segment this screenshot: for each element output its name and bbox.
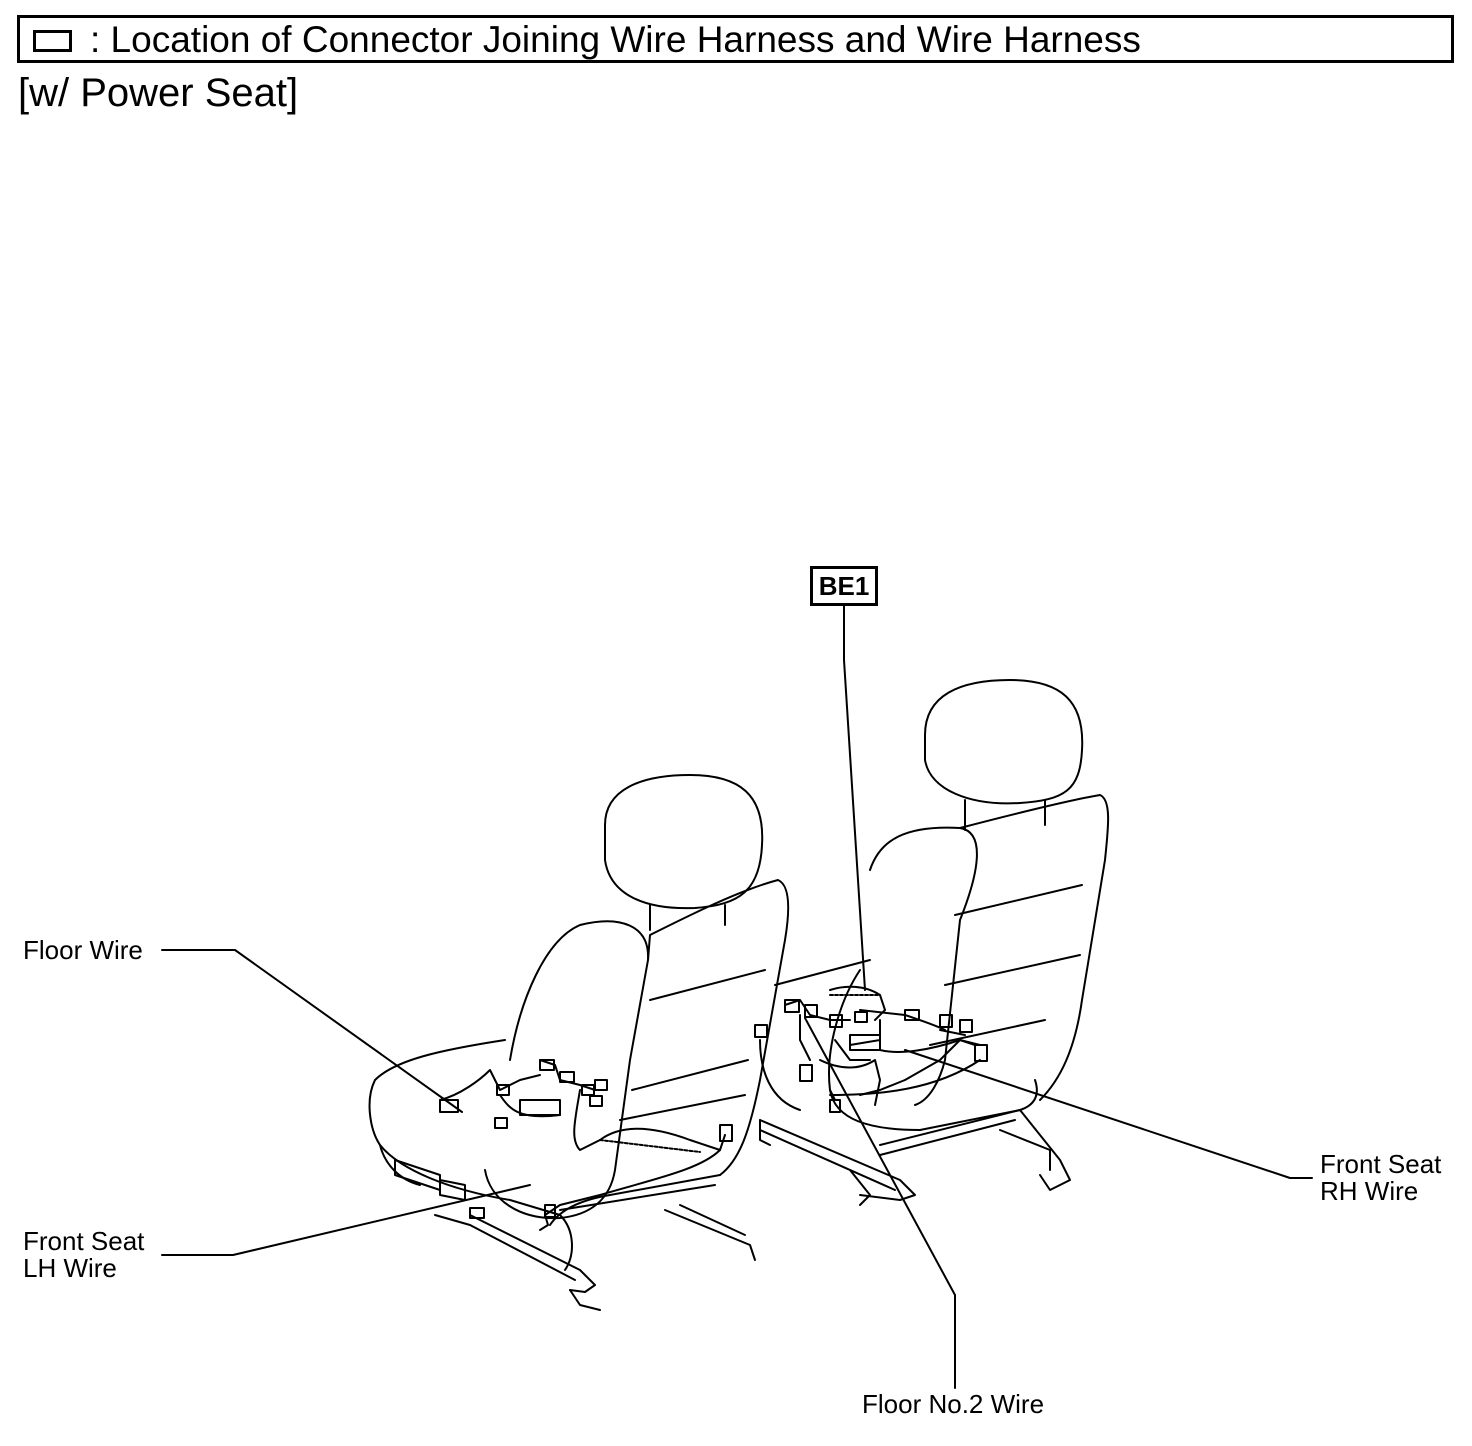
connector-be1-label: BE1: [810, 566, 878, 606]
rh-seat-drawing: [759, 679, 1110, 1206]
front-seat-lh-label-line2: LH Wire: [23, 1253, 117, 1283]
front-seat-rh-label-line1: Front Seat: [1320, 1149, 1442, 1179]
leader-floor-wire: [161, 949, 463, 1113]
leader-front-seat-rh: [904, 1049, 1313, 1179]
page-subtitle: [w/ Power Seat]: [18, 71, 299, 115]
lh-seat-drawing: [368, 774, 790, 1311]
front-seat-rh-label-line2: RH Wire: [1320, 1176, 1419, 1206]
floor-no2-wire-label: Floor No.2 Wire: [862, 1389, 1045, 1419]
leader-be1: [843, 605, 866, 991]
front-seat-lh-label-line1: Front Seat: [23, 1226, 145, 1256]
floor-wire-label: Floor Wire: [23, 935, 143, 965]
legend-box-icon: [33, 30, 72, 52]
leader-front-seat-lh: [161, 1184, 531, 1256]
rh-seat-wiring: [754, 985, 988, 1113]
legend-header: : Location of Connector Joining Wire Har…: [17, 15, 1454, 63]
leader-lines: [161, 605, 1313, 1389]
lh-seat-wiring: [439, 1059, 733, 1231]
legend-title: : Location of Connector Joining Wire Har…: [90, 19, 1141, 60]
leader-floor-no2: [804, 1017, 956, 1389]
